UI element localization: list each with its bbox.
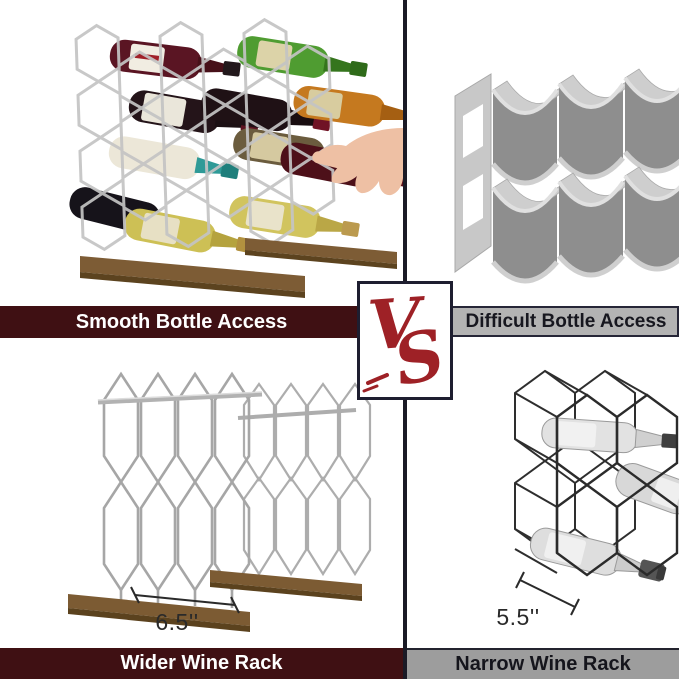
vs-badge: V S: [357, 281, 453, 400]
wooden-base: [68, 570, 362, 632]
narrow-rack-front-frame: [555, 393, 679, 577]
caption-wider-rack: Wider Wine Rack: [120, 652, 283, 674]
caption-narrow-rack: Narrow Wine Rack: [455, 653, 631, 675]
narrow-rack-photo: 5.5'': [496, 370, 679, 630]
vs-letter-s: S: [387, 314, 450, 397]
caption-bar-narrow-rack: Narrow Wine Rack: [407, 648, 679, 679]
narrow-rack-measurement: 5.5'': [496, 604, 539, 630]
caption-bar-wider-rack: Wider Wine Rack: [0, 648, 403, 679]
caption-smooth-access: Smooth Bottle Access: [75, 310, 288, 333]
smooth-access-rack-photo: [69, 17, 403, 298]
reaching-hand: [312, 128, 403, 196]
back-wire-panel: [237, 382, 372, 576]
vs-splatter: [362, 373, 389, 393]
wide-rack-measurement: 6.5'': [155, 609, 198, 635]
caption-difficult-access: Difficult Bottle Access: [465, 310, 667, 332]
plastic-rack-slots: [491, 68, 679, 284]
wide-rack-empty-photo: 6.5'': [68, 372, 372, 635]
width-dimension: [515, 571, 580, 616]
plastic-rack-side-panel: [454, 73, 492, 273]
caption-bar-smooth-access: Smooth Bottle Access: [0, 306, 405, 338]
wooden-base: [80, 238, 397, 298]
vs-lettering: V S: [362, 284, 450, 397]
plastic-rack-photo: [454, 68, 679, 284]
gray-wine-bottles: [529, 417, 679, 582]
width-dimension: [130, 586, 240, 614]
